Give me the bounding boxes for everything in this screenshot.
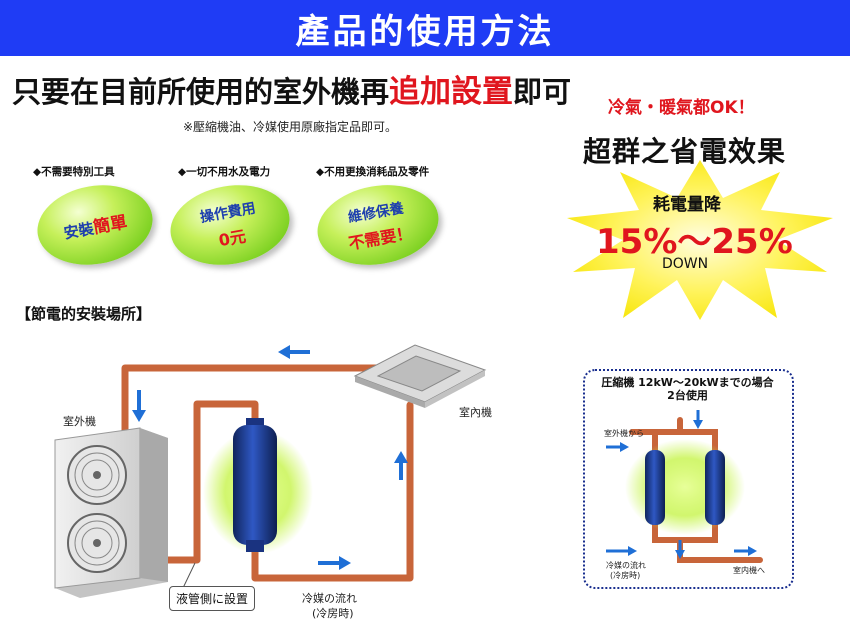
refrigerant-pipes — [121, 364, 414, 582]
inset-title-line2: 2台使用 — [667, 389, 708, 402]
note-text: ※壓縮機油、冷媒使用原廠指定品即可。 — [183, 120, 398, 134]
flow-label-line1: 冷媒の流れ — [302, 592, 357, 605]
section-title: 【節電的安裝場所】 — [16, 305, 152, 323]
inset-frame — [583, 369, 794, 589]
headline-part2: 即可 — [513, 75, 572, 109]
inset-title: 圧縮機 12kW～20kWまでの場合 2台使用 — [595, 376, 780, 402]
right-tagline: 冷氣・暖氣都OK！ — [608, 98, 755, 118]
inset-flow-line2: (冷房時) — [610, 571, 641, 580]
right-headline: 超群之省電效果 — [583, 135, 787, 168]
burst-percentage: 15%～25% — [596, 222, 793, 262]
feature-bullet-2: ◆一切不用水及電力 — [178, 166, 271, 178]
install-location-callout: 液管側に設置 — [169, 586, 256, 611]
indoor-unit-icon — [353, 344, 487, 408]
inset-title-line1: 圧縮機 12kW～20kWまでの場合 — [601, 376, 774, 389]
inset-from-outdoor: 室外機から — [604, 429, 644, 438]
flow-arrows — [132, 345, 408, 570]
flow-label-line2: (冷房時) — [312, 607, 354, 620]
feature-bullet-1: ◆不需要特別工具 — [33, 166, 115, 178]
page-banner: 產品的使用方法 — [0, 0, 850, 56]
burst-line1: 耗電量降 — [653, 195, 721, 215]
banner-title: 產品的使用方法 — [295, 11, 555, 52]
callout-pointer — [182, 562, 196, 589]
inset-to-indoor: 室内機へ — [733, 566, 765, 575]
yellow-burst-shape — [567, 160, 833, 320]
indoor-unit-label: 室內機 — [459, 406, 492, 419]
headline-part1: 只要在目前所使用的室外機再 — [12, 75, 390, 109]
inset-flow-line1: 冷媒の流れ — [606, 561, 646, 570]
inset-diagram — [606, 410, 763, 563]
outdoor-unit-icon — [54, 427, 168, 598]
outdoor-unit-label: 室外機 — [63, 415, 96, 428]
energy-saver-cylinder — [233, 418, 277, 552]
burst-down: DOWN — [662, 256, 709, 272]
headline: 只要在目前所使用的室外機再追加設置即可 — [12, 66, 571, 111]
feature-bullet-3: ◆不用更換消耗品及零件 — [316, 166, 430, 178]
headline-highlight: 追加設置 — [389, 74, 514, 110]
